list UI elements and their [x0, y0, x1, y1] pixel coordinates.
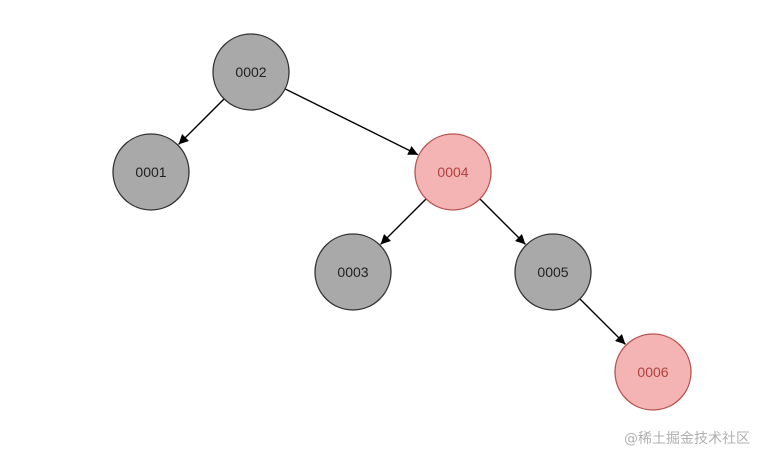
black-node-circle [514, 233, 592, 311]
edge-0004-0005 [479, 198, 526, 245]
black-node-circle [314, 233, 392, 311]
node-0001: 0001 [112, 133, 190, 211]
edge-0004-0003 [380, 198, 427, 245]
node-label: 0001 [135, 164, 166, 180]
node-0005: 0005 [514, 233, 592, 311]
node-label: 0003 [337, 264, 368, 280]
edge-0002-0004 [284, 88, 419, 156]
black-node-circle [112, 133, 190, 211]
watermark: @稀土掘金技术社区 [624, 431, 750, 447]
node-label: 0004 [437, 164, 468, 180]
node-0004: 0004 [414, 133, 492, 211]
red-node-circle [614, 333, 692, 411]
edge-0002-0001 [178, 98, 225, 145]
node-0003: 0003 [314, 233, 392, 311]
black-node-circle [212, 33, 290, 111]
node-0006: 0006 [614, 333, 692, 411]
node-label: 0005 [537, 264, 568, 280]
node-label: 0002 [235, 64, 266, 80]
edge-0005-0006 [579, 298, 626, 345]
red-node-circle [414, 133, 492, 211]
node-label: 0006 [637, 364, 668, 380]
node-0002: 0002 [212, 33, 290, 111]
